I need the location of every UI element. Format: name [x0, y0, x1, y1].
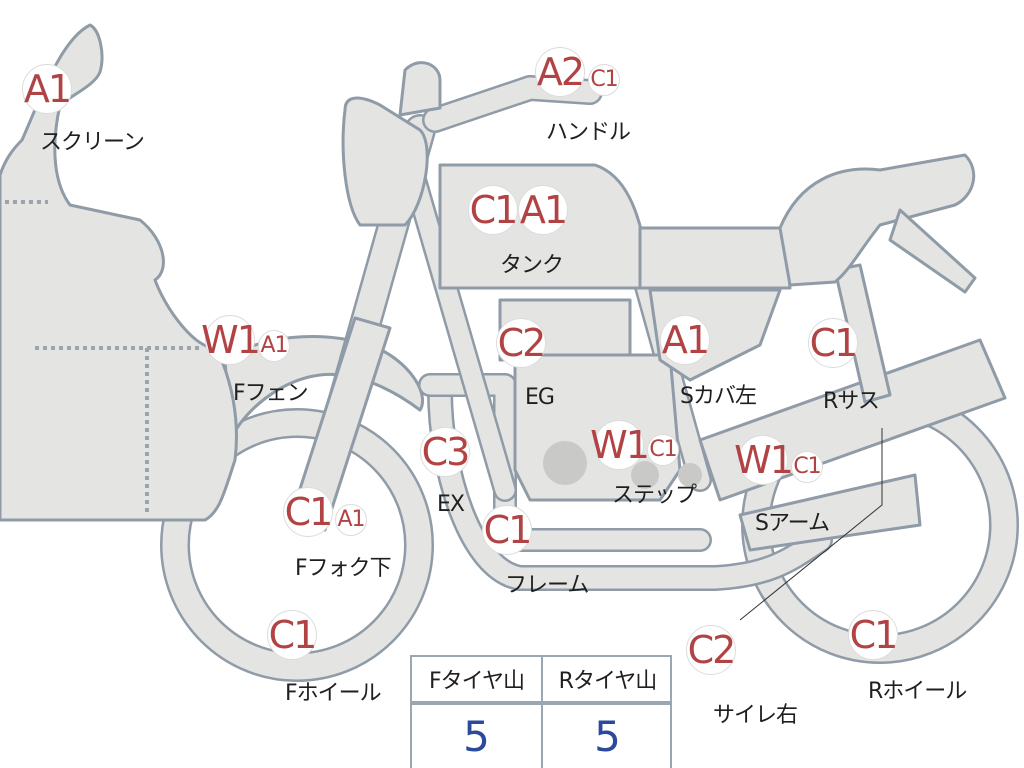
condition-badge: A1: [335, 504, 367, 536]
condition-badge: C1: [267, 610, 317, 660]
part-label-r-wheel: Rホイール: [868, 679, 967, 704]
front-wheel-shape: [160, 408, 434, 682]
front-tire-tread-header: Fタイヤ山: [429, 669, 525, 694]
condition-badge: C1: [588, 64, 620, 96]
condition-badge: A1: [258, 330, 290, 362]
condition-badge: W1: [734, 435, 794, 485]
part-label-silencer-right: サイレ右: [713, 703, 798, 728]
part-label-s-cover-left: Sカバ左: [680, 384, 757, 409]
condition-badge: A2: [535, 47, 585, 97]
rear-tire-tread-value: 5: [594, 712, 621, 761]
part-label-handle: ハンドル: [546, 120, 631, 145]
rear-tire-tread-header: Rタイヤ山: [558, 669, 658, 694]
part-label-r-suspension: Rサス: [823, 389, 880, 414]
condition-badge: C1: [468, 185, 518, 235]
table-divider: [541, 657, 543, 768]
part-label-frame: フレーム: [505, 573, 589, 598]
part-label-tank: タンク: [500, 253, 564, 278]
condition-badge: C3: [420, 427, 470, 477]
condition-badge: C1: [848, 610, 898, 660]
part-label-exhaust: EX: [437, 492, 465, 517]
part-label-s-arm: Sアーム: [755, 511, 830, 536]
part-label-f-wheel: Fホイール: [285, 681, 382, 706]
condition-badge: A1: [660, 315, 710, 365]
part-label-engine: EG: [525, 385, 555, 410]
condition-badge: C1: [482, 505, 532, 555]
front-tire-tread-value: 5: [463, 712, 490, 761]
part-label-f-fork-lower: Fフォク下: [295, 556, 392, 581]
condition-badge: W1: [590, 420, 650, 470]
condition-badge: W1: [201, 315, 261, 365]
tire-tread-table: Fタイヤ山 Rタイヤ山 5 5: [410, 655, 672, 768]
condition-badge: C1: [283, 487, 333, 537]
part-label-step: ステップ: [612, 483, 697, 508]
condition-badge: C2: [686, 625, 736, 675]
fairing-shape: [0, 23, 238, 522]
condition-badge: C1: [808, 318, 858, 368]
part-label-screen: スクリーン: [40, 130, 145, 155]
part-label-f-fender: Fフェン: [233, 381, 309, 406]
condition-badge: C2: [496, 318, 546, 368]
condition-badge: C1: [647, 434, 679, 466]
condition-badge: A1: [22, 64, 72, 114]
condition-badge: C1: [791, 451, 823, 483]
condition-badge: A1: [518, 185, 568, 235]
seat-shape: [638, 153, 977, 294]
